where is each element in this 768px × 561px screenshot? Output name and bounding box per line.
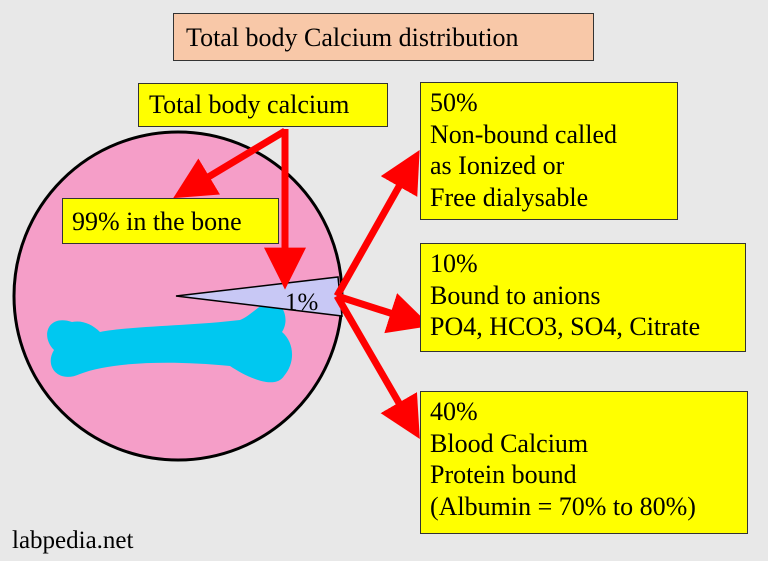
box-line: Blood Calcium xyxy=(430,428,589,458)
box-line: Protein bound xyxy=(430,460,577,490)
total-body-calcium-box: Total body calcium xyxy=(138,83,388,127)
arrow-to-50-percent xyxy=(333,149,420,298)
protein-bound-calcium-box: 40% Blood Calcium Protein bound (Albumin… xyxy=(420,391,748,534)
box-line: (Albumin = 70% to 80%) xyxy=(430,492,696,522)
box-line: 10% xyxy=(430,249,478,278)
box-line: Free dialysable xyxy=(430,183,589,213)
box-line: 50% xyxy=(430,88,478,117)
bone-shape xyxy=(47,301,293,383)
box-line: Non-bound called xyxy=(430,119,618,149)
slice-label: 1% xyxy=(285,289,318,316)
box-line: 40% xyxy=(430,397,478,426)
anion-bound-calcium-box: 10% Bound to anions PO4, HCO3, SO4, Citr… xyxy=(420,243,746,352)
arrow-total-to-bone xyxy=(173,127,287,199)
watermark: labpedia.net xyxy=(12,527,134,554)
ionized-calcium-box: 50% Non-bound called as Ionized or Free … xyxy=(420,82,678,220)
arrow-to-40-percent xyxy=(333,294,420,439)
bone-percent-box: 99% in the bone xyxy=(62,198,279,244)
box-line: PO4, HCO3, SO4, Citrate xyxy=(430,312,701,342)
diagram-title: Total body Calcium distribution xyxy=(173,13,594,61)
arrow-to-10-percent xyxy=(335,292,431,334)
box-line: Bound to anions xyxy=(430,280,601,310)
box-line: as Ionized or xyxy=(430,151,565,181)
